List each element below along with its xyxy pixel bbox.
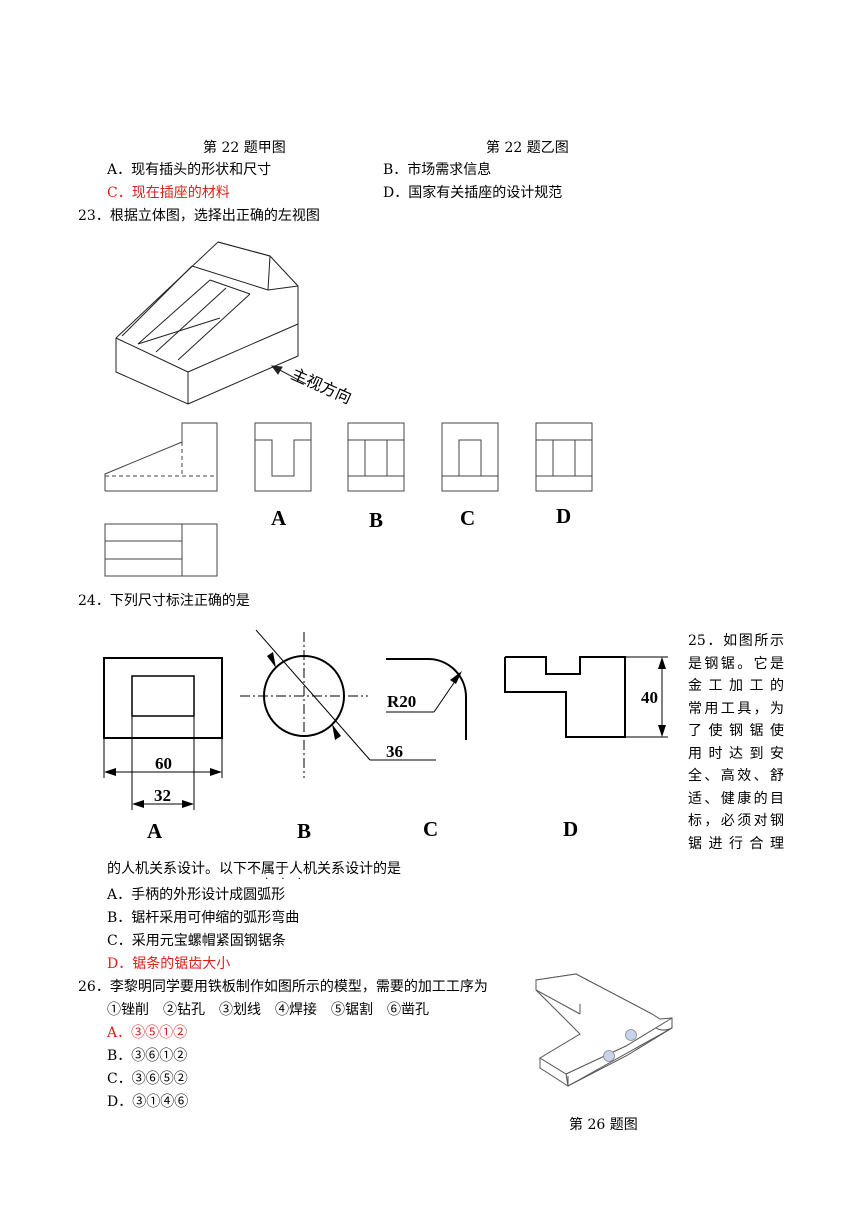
q25-side-line: 是钢锯。它是: [688, 655, 784, 672]
dim-32-label: 32: [154, 786, 171, 805]
q23-label-a: A: [271, 506, 287, 530]
dim-60-label: 60: [155, 754, 172, 773]
q26-option-d: D．③①④⑥: [107, 1094, 189, 1110]
q25-side-line: 适、健康的目: [688, 790, 784, 807]
q25-side-line: 了使钢锯使: [688, 723, 784, 739]
dim-r20-label: R20: [387, 692, 416, 711]
q25-option-d: D．锯条的锯齿大小: [107, 956, 231, 972]
view-direction-label: 主视方向: [288, 364, 354, 407]
q26-steps: ①锉削 ②钻孔 ③划线 ④焊接 ⑤锯割 ⑥凿孔: [107, 1002, 429, 1018]
q23-label-b: B: [369, 508, 384, 532]
q23-option-a-figure: [254, 422, 312, 492]
q26-option-b: B．③⑥①②: [107, 1048, 188, 1064]
q22-option-c: C．现在插座的材料: [107, 185, 230, 201]
q24-label-d: D: [563, 817, 579, 841]
q22-caption-a: 第 22 题甲图: [203, 140, 286, 156]
q25-side-line: 全、高效、舒: [688, 768, 784, 784]
q25-side-line: 标，必须对钢: [688, 813, 784, 829]
q26-model-figure: [535, 973, 673, 1087]
q23-option-d-figure: [535, 422, 593, 492]
q23-option-b-figure: [347, 422, 405, 492]
q24-stem: 24．下列尺寸标注正确的是: [78, 593, 250, 609]
q25-option-a: A．手柄的外形设计成圆弧形: [107, 887, 286, 903]
q23-option-c-figure: [441, 422, 499, 492]
q23-front-view: [104, 422, 218, 492]
q22-caption-b: 第 22 题乙图: [486, 140, 569, 156]
q23-top-view: [104, 523, 218, 577]
dim-36-label: 36: [386, 742, 403, 761]
q25-side-text: 25．如图所示 是钢锯。它是 金工加工的 常用工具，为 了使钢锯使 用时达到安 …: [688, 630, 784, 855]
emphasis-dots: · · ·: [265, 874, 306, 885]
dim-40-label: 40: [641, 688, 658, 707]
q26-stem: 26．李黎明同学要用铁板制作如图所示的模型，需要的加工工序为: [78, 979, 488, 995]
q24-label-b: B: [297, 819, 312, 843]
q24-figure-c: R20: [386, 658, 467, 740]
q23-isometric-figure: 主视方向: [115, 241, 355, 408]
q25-side-line: 锯进行合理: [688, 835, 784, 852]
q24-label-c: C: [423, 817, 439, 841]
q25-side-line: 用时达到安: [688, 745, 784, 762]
q24-label-a: A: [147, 819, 163, 843]
q22-option-d: D．国家有关插座的设计规范: [383, 185, 563, 201]
q24-figure-b: 36: [240, 629, 436, 778]
q22-option-b: B．市场需求信息: [383, 162, 492, 178]
q25-option-b: B．锯杆采用可伸缩的弧形弯曲: [107, 910, 300, 926]
q22-option-a: A．现有插头的形状和尺寸: [107, 162, 272, 178]
q25-option-c: C．采用元宝螺帽紧固钢锯条: [107, 933, 286, 949]
q23-stem: 23．根据立体图，选择出正确的左视图: [78, 208, 320, 224]
q26-option-c: C．③⑥⑤②: [107, 1071, 188, 1087]
q23-label-c: C: [460, 506, 476, 530]
q25-side-line: 25．如图所示: [688, 633, 784, 649]
q24-figure-a: 60 32: [103, 657, 223, 810]
q25-side-line: 常用工具，为: [688, 700, 784, 717]
q25-stem-continued: 的人机关系设计。以下不属于人机关系设计的是: [107, 861, 401, 877]
q25-side-line: 金工加工的: [688, 678, 784, 694]
q23-label-d: D: [556, 504, 572, 528]
q26-option-a: A．③⑤①②: [107, 1025, 188, 1041]
q24-figure-d: 40: [504, 656, 668, 738]
q26-caption: 第 26 题图: [569, 1117, 638, 1133]
